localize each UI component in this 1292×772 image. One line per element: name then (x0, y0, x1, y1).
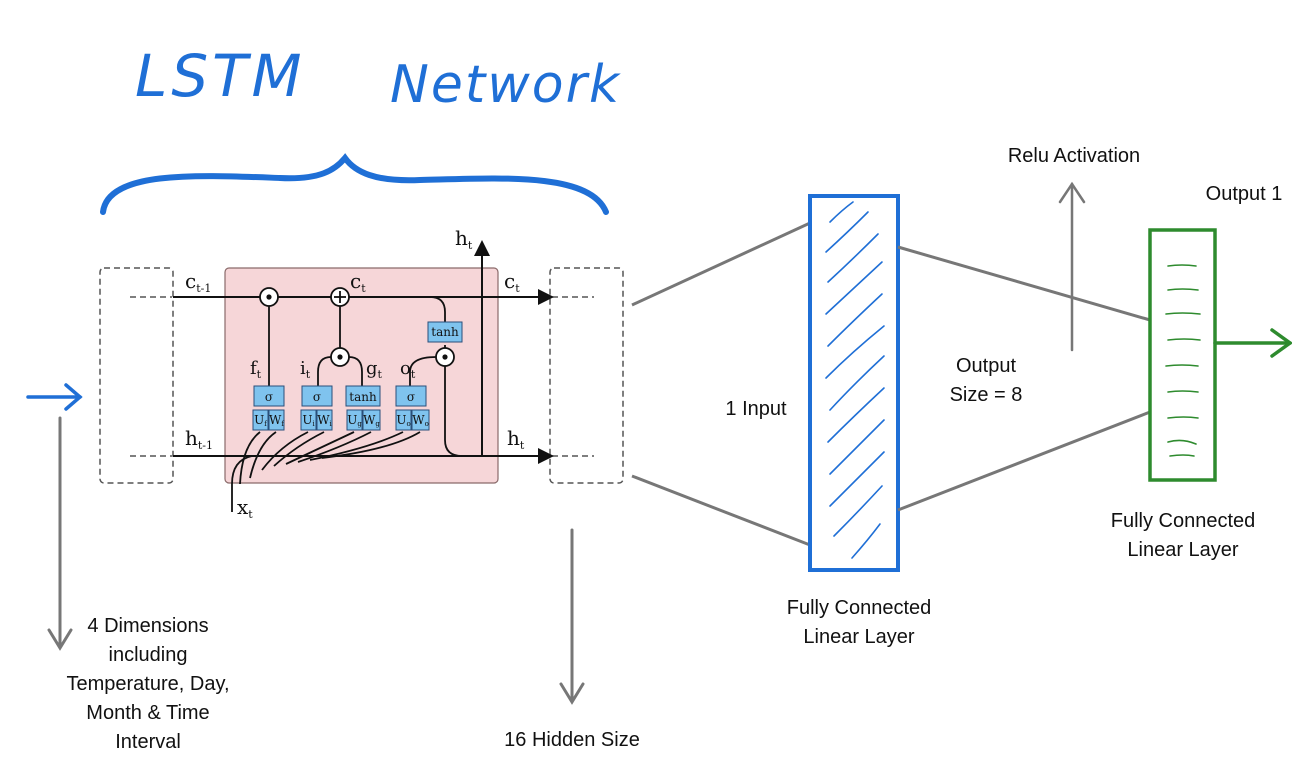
fc1-hatching (825, 201, 885, 559)
svg-text:including: including (109, 644, 188, 666)
fc1-to-fc2-top (897, 245, 1151, 322)
input-dims-arrow (47, 416, 73, 651)
input-curves (231, 431, 421, 512)
output-size-label: Output Size = 8 (950, 355, 1023, 406)
fc1-to-fc2-bottom (897, 410, 1151, 512)
cell-connectors (268, 296, 463, 457)
label-i: it (300, 358, 311, 381)
svg-text:Wo: Wo (412, 413, 429, 428)
label-f: ft (250, 358, 262, 381)
one-input-label: 1 Input (725, 398, 787, 420)
output-multiply (435, 347, 455, 367)
label-h-prev: ht-1 (185, 426, 213, 452)
weights-output: Uo Wo (395, 409, 430, 431)
svg-text:Fully Connected: Fully Connected (787, 597, 932, 619)
svg-text:4 Dimensions: 4 Dimensions (87, 615, 208, 637)
label-g: gt (366, 358, 383, 381)
label-o: ot (400, 358, 416, 381)
label-c-cur: ct (350, 269, 366, 295)
input-multiply (330, 347, 350, 367)
title: LSTM Network (135, 42, 621, 115)
next-cell-placeholder (549, 267, 624, 484)
label-c-prev: ct-1 (185, 269, 211, 295)
svg-text:σ: σ (313, 390, 321, 404)
svg-text:Ug: Ug (347, 413, 362, 428)
weights-candidate: Ug Wg (346, 409, 381, 431)
gate-input: σ (301, 385, 333, 407)
svg-text:Linear Layer: Linear Layer (803, 626, 915, 648)
fc2-layer (1148, 228, 1217, 482)
svg-text:Wi: Wi (317, 413, 332, 428)
label-h-up: ht (455, 226, 473, 252)
svg-text:Uf: Uf (254, 413, 268, 428)
svg-text:Month & Time: Month & Time (86, 702, 209, 724)
lstm-to-fc1-bottom (631, 474, 811, 547)
title-network: Network (390, 55, 621, 115)
label-x-in: xt (237, 495, 253, 521)
hidden-size-label: 16 Hidden Size (504, 729, 640, 751)
fc2-hatching (1165, 264, 1201, 457)
input-arrow (26, 383, 83, 411)
svg-text:tanh: tanh (431, 325, 459, 339)
lstm-to-fc1-top (631, 221, 811, 307)
output-arrow (1213, 328, 1292, 358)
hidden-size-arrow (559, 528, 585, 705)
relu-arrow (1058, 181, 1086, 352)
svg-text:Output: Output (956, 355, 1016, 377)
svg-text:σ: σ (265, 390, 273, 404)
gate-candidate: tanh (345, 385, 381, 407)
fc1-label: Fully Connected Linear Layer (787, 597, 932, 648)
forget-multiply (259, 287, 279, 307)
gate-output: σ (395, 385, 427, 407)
fc1-layer (808, 194, 900, 572)
lstm-brace (100, 153, 609, 215)
svg-text:Linear Layer: Linear Layer (1127, 539, 1239, 561)
svg-text:Fully Connected: Fully Connected (1111, 510, 1256, 532)
cell-add (330, 287, 350, 307)
svg-text:Uo: Uo (396, 413, 410, 428)
svg-text:Wg: Wg (363, 413, 380, 428)
gate-forget: σ (253, 385, 285, 407)
fc2-label: Fully Connected Linear Layer (1111, 510, 1256, 561)
relu-label: Relu Activation (1008, 145, 1140, 167)
weights-input: Ui Wi (300, 409, 333, 431)
input-dims-label: 4 Dimensions including Temperature, Day,… (66, 615, 229, 753)
svg-text:Ui: Ui (302, 413, 315, 428)
label-h-out: ht (507, 426, 525, 452)
svg-text:Temperature, Day,: Temperature, Day, (66, 673, 229, 695)
weights-forget: Uf Wf (252, 409, 285, 431)
gate-cell-tanh: tanh (427, 321, 463, 343)
svg-text:σ: σ (407, 390, 415, 404)
label-c-out: ct (504, 269, 520, 295)
output-one-label: Output 1 (1206, 183, 1283, 205)
title-lstm: LSTM (135, 42, 306, 110)
svg-text:Size = 8: Size = 8 (950, 384, 1023, 406)
prev-cell-placeholder (99, 267, 174, 484)
svg-text:tanh: tanh (349, 390, 377, 404)
svg-text:Interval: Interval (115, 731, 181, 753)
svg-text:Wf: Wf (269, 413, 285, 428)
